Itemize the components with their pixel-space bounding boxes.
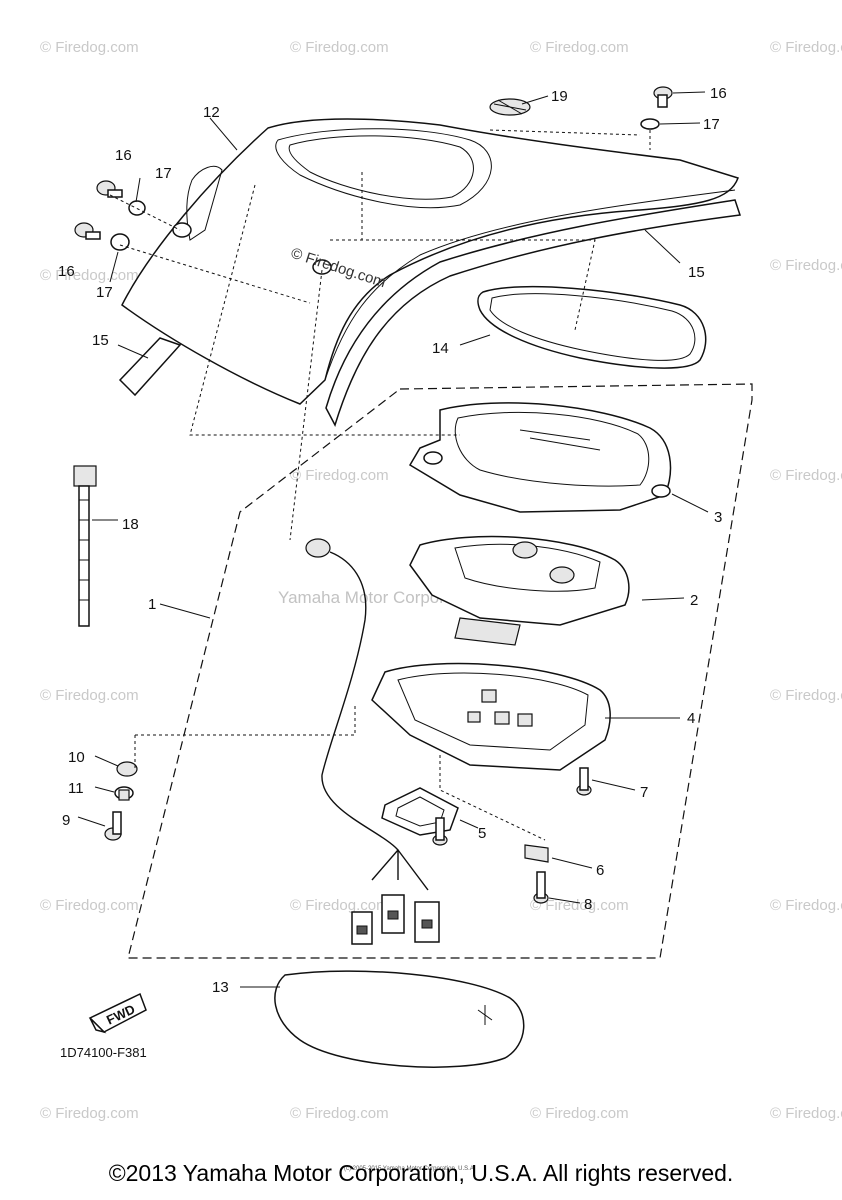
callout-8: 8 (584, 896, 592, 913)
part-17-washer-top (640, 118, 660, 130)
callout-4: 4 (687, 710, 695, 727)
watermark: © Firedog.com (770, 1105, 842, 1122)
watermark: © Firedog.com (40, 39, 139, 56)
callout-2: 2 (690, 592, 698, 609)
watermark: © Firedog.com (40, 1105, 139, 1122)
part-15-trim-left (118, 337, 182, 397)
watermark: © Firedog.com (40, 267, 139, 284)
part-7-screw (576, 767, 592, 796)
watermark: © Firedog.com (530, 897, 629, 914)
assembly-1-outline (127, 383, 753, 959)
part-12-meter-cover (121, 118, 739, 405)
tiny-notice: (c) 2005-2015 Yamaha Motor Corporation, … (344, 1166, 476, 1172)
callout-14: 14 (432, 340, 449, 357)
part-16-screw-left-b (74, 222, 101, 240)
part-4-lower-case (371, 662, 611, 771)
watermark: © Firedog.com (770, 257, 842, 274)
part-6-clamp (524, 844, 549, 863)
callout-10: 10 (68, 749, 85, 766)
callout-16-left-a: 16 (115, 147, 132, 164)
part-17-washer-left-b (110, 233, 130, 251)
callout-6: 6 (596, 862, 604, 879)
callout-5: 5 (478, 825, 486, 842)
callout-16-top: 16 (710, 85, 727, 102)
callout-19: 19 (551, 88, 568, 105)
connector-middle (381, 894, 405, 934)
part-17-washer-left-a (128, 200, 146, 216)
connector-right (414, 901, 440, 943)
watermark: © Firedog.com (770, 467, 842, 484)
callout-16-left-b: 16 (58, 263, 75, 280)
watermark: © Firedog.com (290, 39, 389, 56)
watermark: © Firedog.com (770, 687, 842, 704)
connector-left (351, 911, 373, 945)
callout-12: 12 (203, 104, 220, 121)
part-14-seal (477, 285, 707, 369)
part-16-screw-left-a (96, 180, 123, 198)
fwd-arrow-icon: FWD (88, 992, 147, 1034)
callout-15-right: 15 (688, 264, 705, 281)
part-18-cable-tie (73, 465, 97, 627)
part-10-grommet (116, 761, 138, 777)
part-5-bracket (381, 787, 459, 836)
part-8-screw (533, 871, 549, 904)
part-9-bolt (104, 811, 122, 841)
watermark: © Firedog.com (290, 897, 389, 914)
callout-17-left-b: 17 (96, 284, 113, 301)
watermark: © Firedog.com (290, 467, 389, 484)
part-5-screw (432, 817, 448, 846)
watermark: © Firedog.com (290, 1105, 389, 1122)
watermark: © Firedog.com (770, 39, 842, 56)
callout-17-left-a: 17 (155, 165, 172, 182)
callouts: 1 2 3 4 5 6 7 8 9 10 11 12 13 14 15 15 1… (58, 85, 727, 996)
watermark: © Firedog.com (530, 39, 629, 56)
callout-15-left: 15 (92, 332, 109, 349)
part-15-trim-right (325, 199, 741, 427)
part-2-meter-unit (409, 535, 630, 646)
watermark: © Firedog.com (530, 1105, 629, 1122)
callout-11: 11 (68, 780, 84, 797)
construction-lines (109, 129, 651, 841)
callout-13: 13 (212, 979, 229, 996)
copyright-notice: ©2013 Yamaha Motor Corporation, U.S.A. A… (108, 1160, 734, 1186)
part-16-screw-top (653, 86, 673, 108)
part-13-lens-sheet (274, 970, 525, 1068)
callout-1: 1 (148, 596, 156, 613)
leader-lines (77, 91, 709, 988)
callout-18: 18 (122, 516, 139, 533)
callout-3: 3 (714, 509, 722, 526)
part-3-meter-case (408, 402, 672, 513)
callout-7: 7 (640, 784, 648, 801)
part-19-grommet (489, 98, 531, 116)
watermark: © Firedog.com (40, 897, 139, 914)
callout-17-top: 17 (703, 116, 720, 133)
watermark: © Firedog.com (40, 687, 139, 704)
part-11-collar (114, 786, 134, 801)
callout-9: 9 (62, 812, 70, 829)
wire-harness (305, 538, 429, 891)
watermark-layer: © Firedog.com © Firedog.com © Firedog.co… (40, 39, 842, 1122)
part-code: 1D74100-F381 (60, 1045, 147, 1060)
watermark: © Firedog.com (770, 897, 842, 914)
